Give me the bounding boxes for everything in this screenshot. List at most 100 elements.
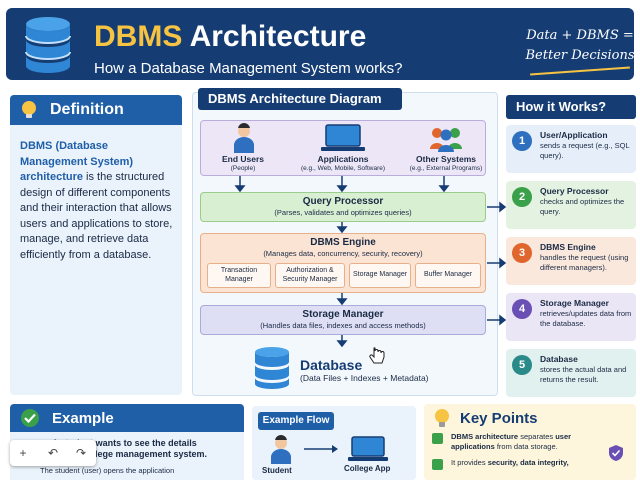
arrow-head [336, 340, 348, 348]
step-desc: stores the actual data and returns the r… [540, 365, 627, 384]
person-icon [234, 123, 254, 153]
key-points-heading: Key Points [460, 410, 538, 427]
diagram-title: DBMS Architecture Diagram [198, 88, 402, 110]
arrow-head [336, 298, 348, 306]
arrow-head [336, 185, 348, 193]
step-desc: checks and optimizes the query. [540, 197, 625, 216]
how-heading: How it Works? [506, 95, 636, 119]
definition-panel: Definition DBMS (Database Management Sys… [10, 95, 182, 395]
step-desc: handles the request (using different man… [540, 253, 629, 272]
arrow-head [438, 185, 450, 193]
step-desc: sends a request (e.g., SQL query). [540, 141, 630, 160]
step-2: 2 Query Processor checks and optimizes t… [506, 181, 636, 229]
key-point-2: It provides security, data integrity, [451, 458, 601, 468]
user-sub: (e.g., Web, Mobile, Software) [300, 165, 386, 172]
kp1-bold: DBMS architecture [451, 432, 519, 441]
tagline-underline [530, 66, 630, 76]
flow-arrows [234, 176, 507, 348]
engine-module: Buffer Manager [415, 263, 481, 288]
user-sub: (People) [230, 165, 256, 172]
group-icon [430, 128, 462, 152]
query-processor-title: Query Processor [302, 196, 384, 207]
step-number: 2 [512, 187, 532, 207]
storage-manager-title: Storage Manager [302, 309, 384, 320]
user-name: End Users [221, 154, 265, 164]
step-3: 3 DBMS Engine handles the request (using… [506, 237, 636, 285]
example-text: A student wants to see the details from … [52, 438, 242, 460]
arrow-head [336, 226, 348, 234]
user-name: Applications [317, 154, 369, 164]
step-title: Storage Manager [540, 298, 609, 308]
step-number: 5 [512, 355, 532, 375]
dbms-engine-box: DBMS Engine (Manages data, concurrency, … [200, 233, 486, 293]
storage-manager-sub: (Handles data files, indexes and access … [260, 321, 426, 330]
header-banner: DBMS Architecture How a Database Managem… [6, 8, 635, 80]
step-number: 4 [512, 299, 532, 319]
user-name: Other Systems [416, 154, 476, 164]
database-icon [25, 17, 71, 73]
hand-cursor-icon [369, 347, 385, 364]
tagline-line2: Better Decisions [525, 48, 635, 63]
example-heading: Example [52, 410, 114, 427]
flow-student-label: Student [262, 466, 292, 475]
definition-heading: Definition [50, 101, 124, 118]
user-sub: (e.g., External Programs) [409, 165, 483, 172]
tagline-line1: Data + DBMS = [526, 28, 634, 43]
lightbulb-icon [22, 101, 36, 118]
example-line3: The student (user) opens the application [40, 466, 175, 475]
check-circle-icon [21, 409, 39, 427]
query-processor-box: Query Processor (Parses, validates and o… [200, 192, 486, 222]
step-1: 1 User/Application sends a request (e.g.… [506, 125, 636, 173]
add-icon[interactable]: + [19, 446, 27, 460]
floating-toolbar: + ↶ ↷ [10, 440, 96, 466]
engine-module: Storage Manager [349, 263, 411, 288]
example-line1: A student wants to see the details [52, 438, 197, 448]
step-title: User/Application [540, 130, 608, 140]
engine-title: DBMS Engine [310, 237, 376, 248]
database-icon [255, 347, 289, 389]
page-title: DBMS Architecture [94, 20, 366, 54]
key-points-panel [424, 404, 636, 480]
storage-manager-box: Storage Manager (Handles data files, ind… [200, 305, 486, 335]
tagline: Data + DBMS = Better Decisions [522, 26, 638, 66]
step-desc: retrieves/updates data from the database… [540, 309, 632, 328]
undo-icon[interactable]: ↶ [47, 446, 59, 460]
arrow-head [499, 257, 507, 269]
kp1-rest2: from data storage. [494, 442, 558, 451]
title-rest: Architecture [182, 20, 367, 53]
student-icon [271, 435, 291, 464]
example-line2: from a college management system. [52, 449, 208, 459]
database-sub: (Data Files + Indexes + Metadata) [300, 373, 429, 383]
flow-app-label: College App [344, 464, 391, 473]
flow-arrow-icon [304, 445, 338, 453]
laptop-icon [348, 436, 388, 461]
definition-body: is the structured design of different co… [20, 171, 173, 261]
page-subtitle: How a Database Management System works? [94, 60, 403, 77]
step-title: DBMS Engine [540, 242, 596, 252]
step-4: 4 Storage Manager retrieves/updates data… [506, 293, 636, 341]
engine-sub: (Manages data, concurrency, security, re… [263, 249, 423, 258]
lightbulb-icon [435, 409, 449, 427]
laptop-icon [321, 124, 365, 151]
check-icon [432, 433, 443, 444]
definition-header: Definition [10, 95, 182, 125]
kp1-bold2: user applications [451, 432, 572, 451]
example-header: Example [10, 404, 244, 432]
arrow-head [234, 185, 246, 193]
step-5: 5 Database stores the actual data and re… [506, 349, 636, 397]
title-accent: DBMS [94, 20, 183, 53]
definition-term: DBMS (Database Management System) archit… [20, 140, 134, 183]
arrow-head [499, 201, 507, 213]
step-number: 1 [512, 131, 532, 151]
users-box: End Users (People) Applications (e.g., W… [200, 120, 486, 176]
example-flow-heading: Example Flow [258, 412, 334, 430]
engine-module: Transaction Manager [207, 263, 271, 288]
how-it-works-panel: How it Works? 1 User/Application sends a… [506, 95, 636, 397]
kp1-rest: separates [518, 432, 556, 441]
kp2-bold: security, data integrity, [487, 458, 569, 467]
engine-module: Authorization & Security Manager [275, 263, 345, 288]
check-icon [432, 459, 443, 470]
redo-icon[interactable]: ↷ [75, 446, 87, 460]
query-processor-sub: (Parses, validates and optimizes queries… [274, 208, 412, 217]
definition-text: DBMS (Database Management System) archit… [20, 139, 178, 263]
